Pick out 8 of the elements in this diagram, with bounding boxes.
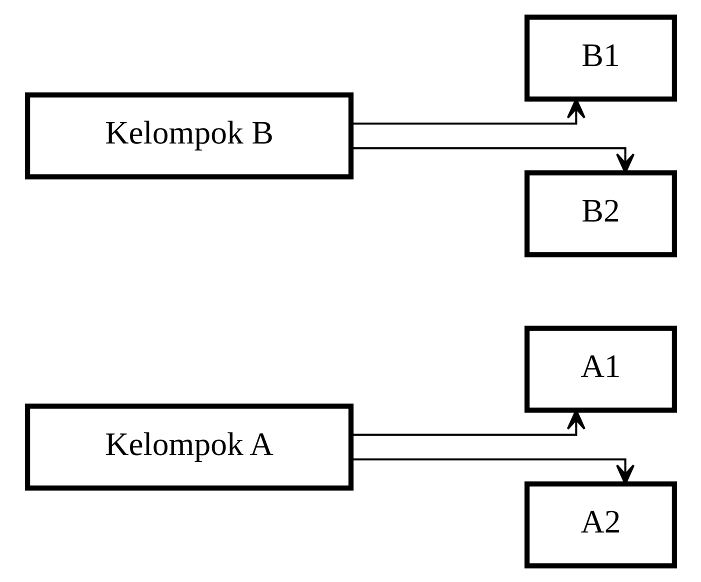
arrow — [350, 146, 634, 174]
node-box: B1 — [524, 14, 676, 102]
node-box: Kelompok B — [24, 92, 354, 179]
node-box: A2 — [524, 480, 676, 568]
node-box: Kelompok A — [24, 403, 354, 490]
node-box: A1 — [524, 325, 676, 412]
arrow — [350, 458, 634, 484]
node-box: B2 — [524, 170, 676, 257]
